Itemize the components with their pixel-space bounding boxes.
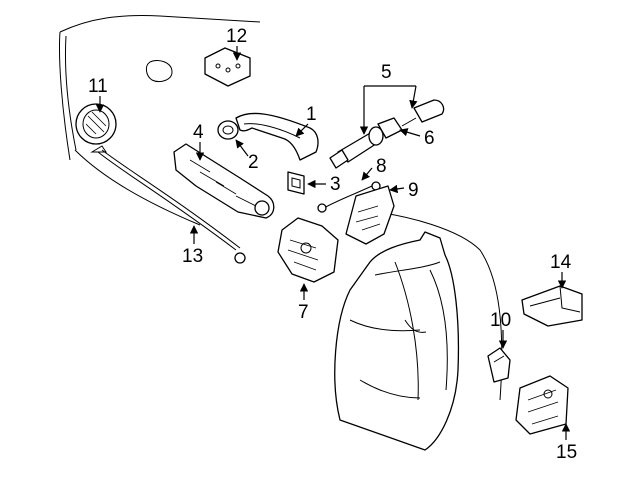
callout-12: 12	[226, 26, 247, 47]
callout-2: 2	[248, 152, 259, 173]
callout-7: 7	[298, 302, 309, 323]
part-6-key	[377, 99, 445, 139]
part-10-bumper	[487, 347, 511, 383]
part-3-gasket	[287, 171, 305, 195]
part-15-striker	[515, 375, 569, 435]
leader-1	[295, 123, 309, 137]
leader-lines	[95, 46, 571, 440]
callout-14: 14	[550, 252, 572, 273]
leader-5b	[409, 85, 418, 109]
callout-6: 6	[424, 128, 435, 149]
callout-1: 1	[306, 104, 317, 125]
door-inner-frame	[334, 231, 460, 451]
part-7-latch	[277, 217, 339, 283]
callout-11: 11	[88, 76, 108, 97]
callout-8: 8	[376, 156, 387, 177]
leader-6	[399, 128, 421, 137]
leader-2	[235, 139, 249, 157]
part-13-rod	[90, 145, 246, 264]
part-11-lock-trim	[75, 103, 117, 145]
part-14-striker-bracket	[521, 285, 583, 327]
leader-8	[361, 167, 373, 181]
callout-3: 3	[330, 174, 341, 195]
callout-13: 13	[182, 246, 203, 267]
part-12-bracket	[204, 47, 251, 87]
part-8-cable	[317, 181, 381, 213]
callout-15: 15	[556, 442, 577, 463]
callout-9: 9	[408, 180, 419, 201]
part-5-lock-cylinder	[329, 126, 384, 169]
part-9-cover	[345, 185, 395, 245]
callout-5: 5	[381, 62, 392, 83]
part-2-handle-base	[217, 120, 239, 140]
callout-4: 4	[193, 122, 204, 143]
callout-labels: 12 11 4 1 2 3 8 9 6 5 13 7 14 10 15	[88, 26, 577, 463]
leader-9	[389, 184, 405, 194]
callout-10: 10	[490, 310, 511, 331]
part-1-outside-handle	[235, 112, 319, 161]
part-4-handle-carrier	[173, 143, 275, 219]
